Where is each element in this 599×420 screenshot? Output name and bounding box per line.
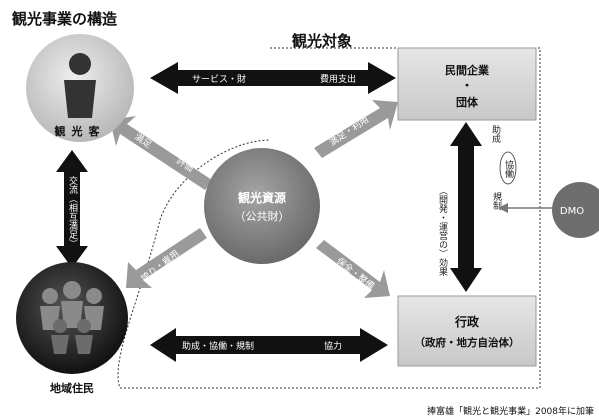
tourist-label: 観光客 xyxy=(55,124,106,138)
arrow-private-resource: 満足・利用 xyxy=(314,100,398,158)
pg-label-effect: （開発・運営の）効果 xyxy=(437,186,448,277)
arrow-resident-government: 助成・協働・規制 協力 xyxy=(150,328,388,362)
node-dmo: DMO xyxy=(552,182,599,238)
arrow-government-resource: 保全・整備 xyxy=(316,240,390,298)
diagram-title: 観光事業の構造 xyxy=(12,10,117,28)
arrow-label-service: サービス・財 xyxy=(192,73,246,85)
private-label-line2: 団体 xyxy=(456,95,479,109)
arrow-label-cooperation: 協力 xyxy=(324,340,342,352)
government-label-line2: （政府・地方自治体） xyxy=(415,336,520,349)
resource-label: 観光資源 xyxy=(238,190,286,205)
arrow-label-exchange: 交流（相互満足） xyxy=(67,175,78,248)
arrow-resident-resource: 誇り・雇用 xyxy=(126,228,207,288)
scope-boundary xyxy=(117,47,541,389)
source-note: 捧富雄「観光と観光事業」2008年に加筆 xyxy=(427,405,594,417)
node-private-enterprise: 民間企業 ・ 団体 xyxy=(397,47,537,121)
dmo-label: DMO xyxy=(560,206,584,217)
arrow-dmo xyxy=(498,203,554,213)
node-tourist: 観光客 xyxy=(26,34,134,142)
pg-label-cooperation: 協働 xyxy=(503,159,514,179)
arrow-label-subsidy: 助成・協働・規制 xyxy=(182,340,254,352)
gr-label: 保全・整備 xyxy=(334,255,377,292)
government-label-line1: 行政 xyxy=(454,314,480,329)
node-tourism-resource: 観光資源 （公共財） xyxy=(204,148,320,264)
residents-group-icon xyxy=(40,281,104,354)
private-government-labels: 助成 協働 規制 （開発・運営の）効果 xyxy=(437,124,517,277)
resource-sublabel: （公共財） xyxy=(235,209,290,223)
resident-label: 地域住民 xyxy=(50,381,94,395)
arrow-label-spending: 費用支出 xyxy=(320,73,356,85)
arrow-tourist-resident: 交流（相互満足） xyxy=(56,150,88,268)
node-government: 行政 （政府・地方自治体） xyxy=(397,295,537,367)
arrow-private-government xyxy=(450,122,482,292)
pg-label-regulation: 規制 xyxy=(491,192,502,210)
tourist-person-icon xyxy=(64,53,96,118)
arrow-tourist-resource: 満足 評価 xyxy=(110,116,212,190)
private-label-line1: 民間企業 xyxy=(445,63,490,77)
node-resident: 地域住民 xyxy=(16,262,128,395)
scope-label: 観光対象 xyxy=(292,32,352,50)
private-label-dot: ・ xyxy=(462,79,473,92)
pg-label-subsidy: 助成 xyxy=(490,124,501,144)
arrow-tourist-private: サービス・財 費用支出 xyxy=(150,62,396,94)
